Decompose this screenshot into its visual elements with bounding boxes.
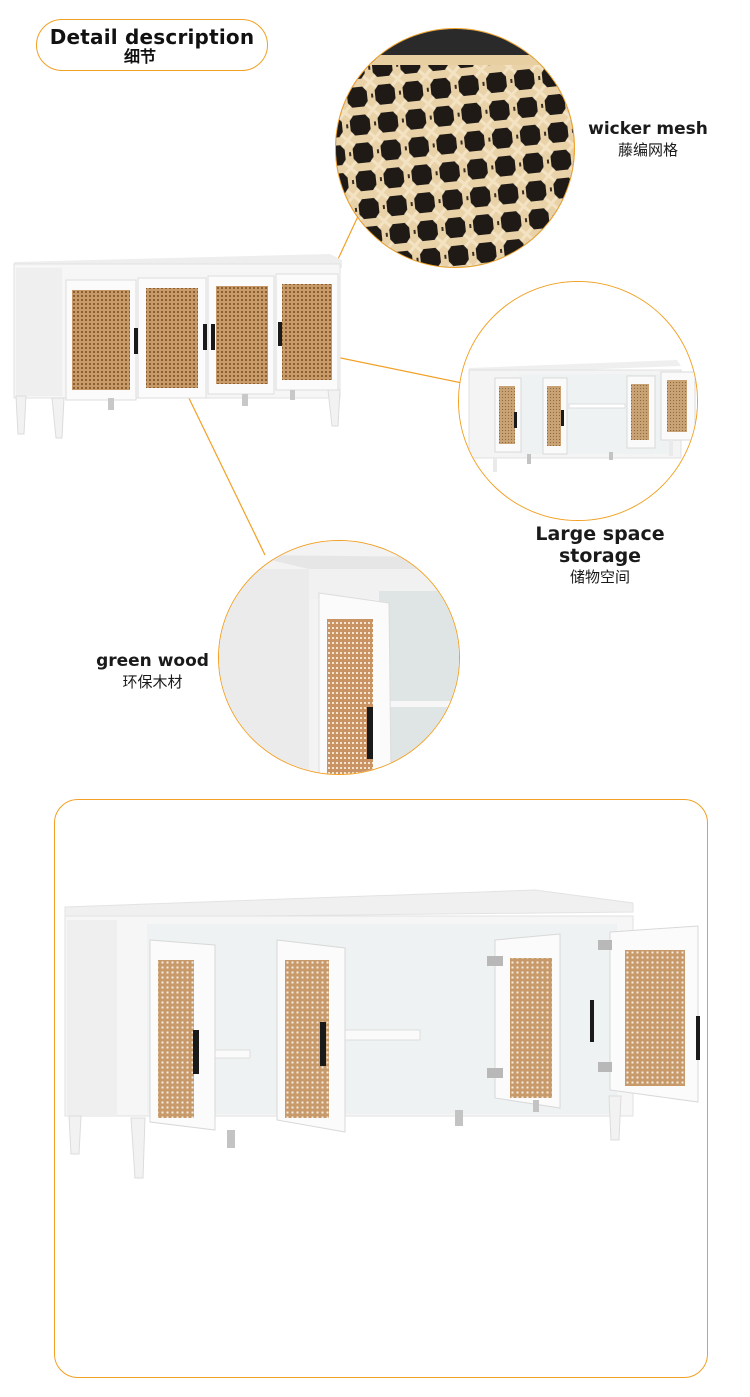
feature-label-en: wicker mesh [588, 119, 708, 139]
wicker-mesh-closeup [335, 28, 575, 268]
cabinet-open-image [64, 889, 700, 1179]
feature-label-en: green wood [96, 651, 209, 671]
section-title-en: Detail description [49, 25, 255, 49]
feature-label-green-wood: green wood 环保木材 [90, 650, 215, 692]
cabinet-open-frame [54, 799, 708, 1378]
section-title-zh: 细节 [123, 47, 156, 66]
green-wood-closeup [218, 540, 460, 775]
section-title-pill: Detail description 细节 [36, 19, 268, 71]
feature-label-zh: 藤编网格 [617, 141, 678, 159]
feature-label-zh: 储物空间 [569, 568, 630, 586]
storage-closeup [458, 281, 698, 521]
cabinet-closed-image [12, 250, 347, 440]
feature-label-zh: 环保木材 [122, 673, 183, 691]
feature-label-wicker-mesh: wicker mesh 藤编网格 [588, 118, 708, 160]
feature-label-large-space-storage: Large space storage 储物空间 [495, 523, 705, 587]
feature-label-en: Large space storage [535, 523, 665, 567]
